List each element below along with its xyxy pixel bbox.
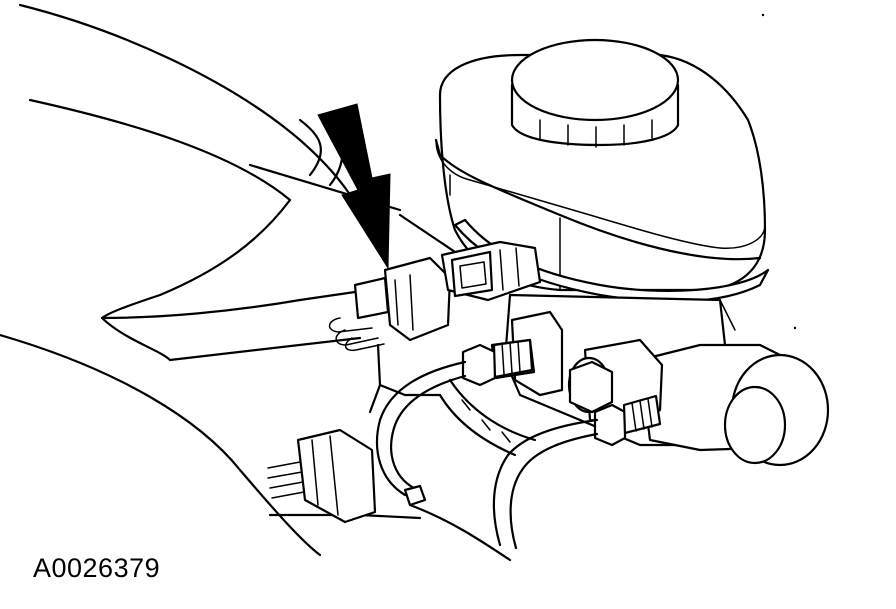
arrow-down-left-icon (317, 103, 391, 270)
brake-line-nut-left (461, 338, 534, 387)
fluid-level-sensor-connector (328, 256, 452, 352)
brake-line-nut-right (593, 394, 662, 447)
reservoir-cap (510, 38, 680, 148)
wiring-harness (368, 343, 537, 457)
primary-outlet-port (638, 343, 830, 467)
figure-id-label: A0026379 (33, 553, 161, 583)
brake-lines (376, 360, 599, 550)
lower-harness-connector (267, 428, 377, 524)
speck-mark (761, 13, 765, 17)
sensor-mating-connector (440, 240, 542, 302)
speck-mark (793, 326, 797, 330)
